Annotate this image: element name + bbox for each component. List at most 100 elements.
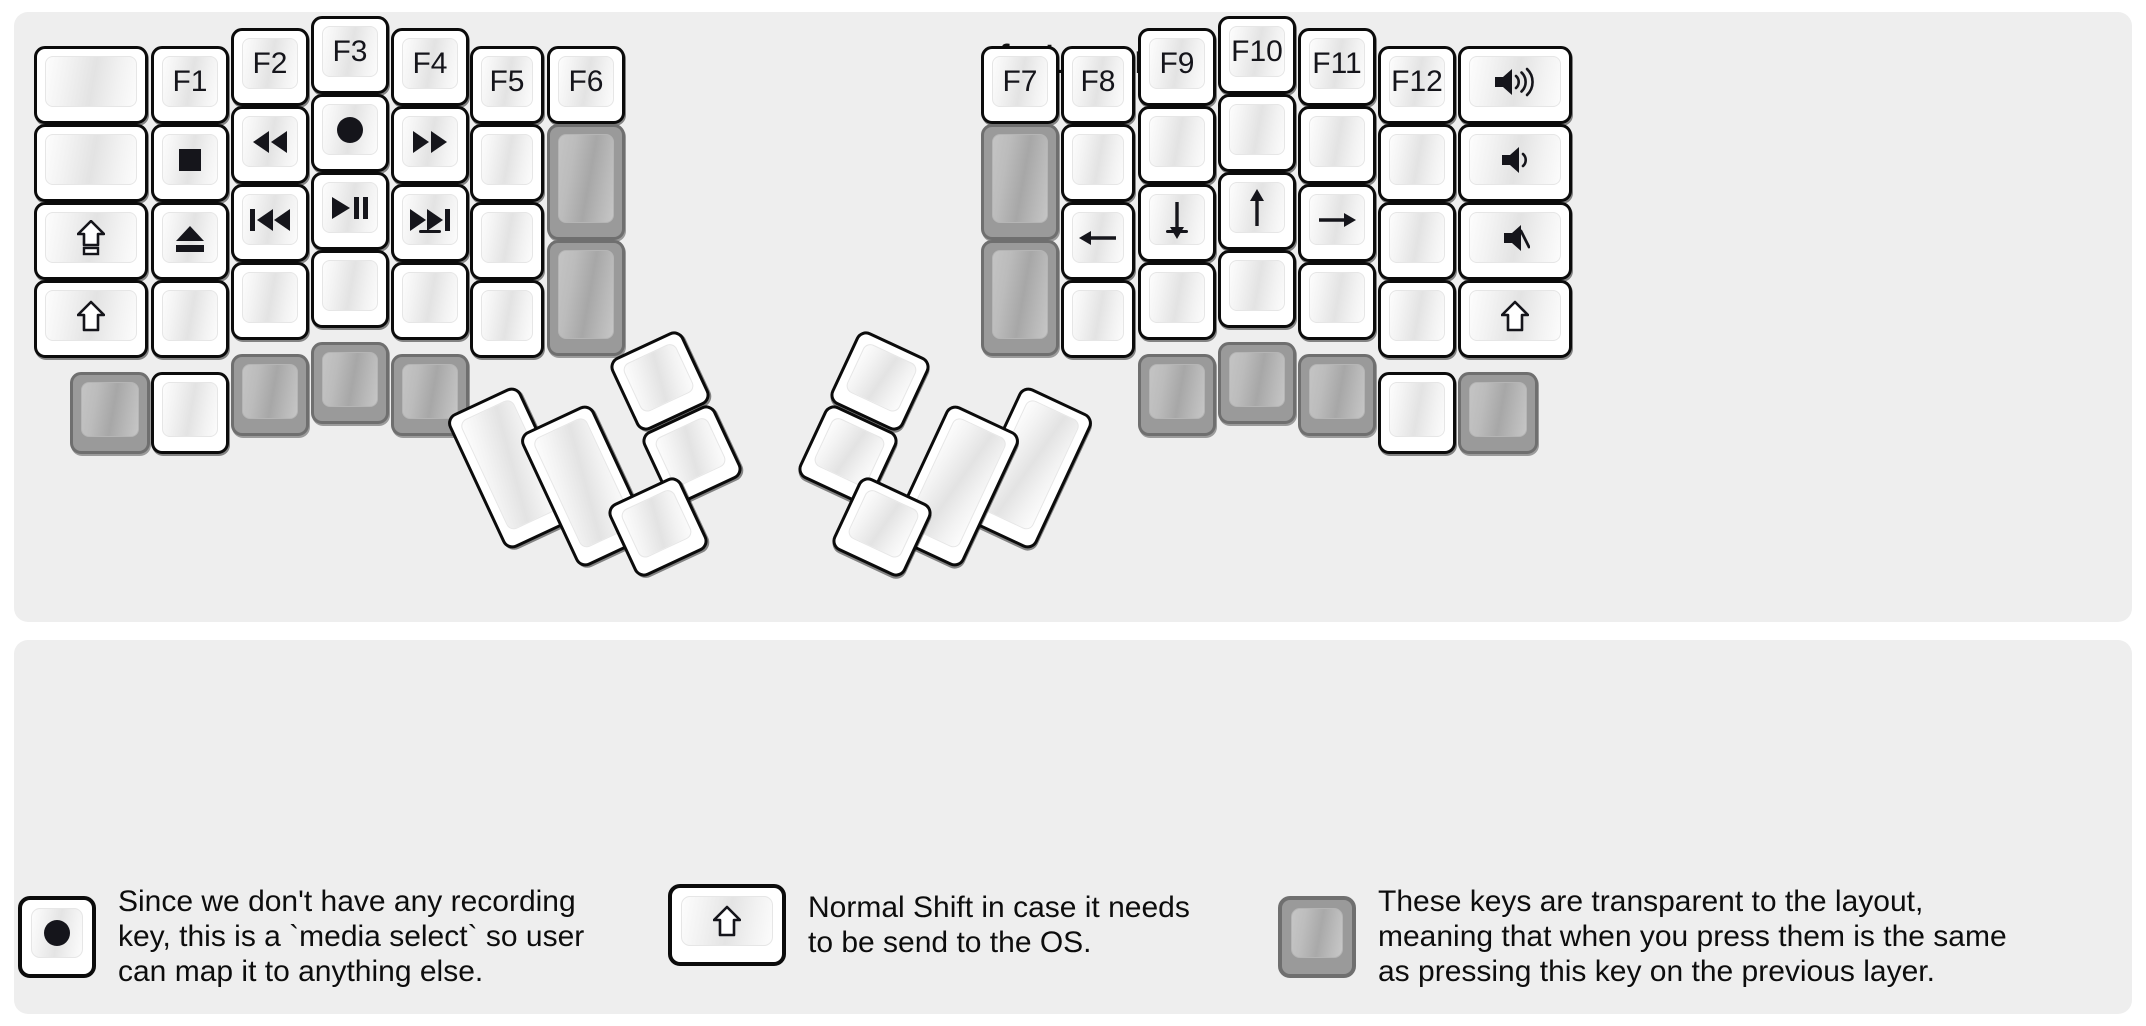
key-transparent[interactable]: [1298, 354, 1376, 436]
media-record-icon: [335, 115, 365, 145]
key-f2[interactable]: F2: [231, 28, 309, 106]
key-media-eject[interactable]: [151, 202, 229, 280]
keycap-face: [619, 487, 695, 561]
key-media-play-pause[interactable]: [311, 172, 389, 250]
key-blank[interactable]: [1218, 250, 1296, 328]
legend-text-normal-shift: Normal Shift in case it needs to be send…: [808, 890, 1190, 959]
key-transparent[interactable]: [70, 372, 150, 454]
key-blank[interactable]: [1218, 94, 1296, 172]
key-transparent[interactable]: [547, 240, 625, 356]
key-volume-mute[interactable]: [1458, 202, 1572, 280]
key-blank[interactable]: [470, 124, 544, 202]
key-label: F12: [1391, 64, 1443, 98]
key-arrow-right[interactable]: [1298, 184, 1376, 262]
keycap-face: [1149, 116, 1205, 167]
key-transparent[interactable]: [1138, 354, 1216, 436]
media-rewind-icon: [251, 129, 289, 155]
key-blank[interactable]: [1061, 124, 1135, 202]
media-record-icon: [42, 918, 72, 948]
key-blank[interactable]: [151, 280, 229, 358]
keycap-face: [1229, 260, 1285, 311]
key-transparent[interactable]: [311, 342, 389, 424]
key-label: F11: [1312, 46, 1362, 80]
media-prev-track-icon: [248, 207, 292, 233]
key-label: F2: [252, 46, 288, 80]
keycap-face: [811, 415, 887, 489]
key-blank[interactable]: [1378, 372, 1456, 454]
key-transparent[interactable]: [391, 354, 469, 436]
key-f7[interactable]: F7: [981, 46, 1059, 124]
key-media-prev-track[interactable]: [231, 184, 309, 262]
key-arrow-down[interactable]: [1138, 184, 1216, 262]
keycap-face: F9: [1149, 38, 1205, 89]
keycap-face: [162, 290, 218, 341]
keycap-face: [992, 134, 1048, 223]
key-media-next-track[interactable]: [391, 184, 469, 262]
key-transparent[interactable]: [1458, 372, 1538, 454]
key-label: F4: [412, 46, 448, 80]
key-blank[interactable]: [1298, 106, 1376, 184]
keycap-face: [1229, 182, 1285, 233]
key-blank[interactable]: [1138, 106, 1216, 184]
keycap-face: [558, 250, 614, 339]
key-f4[interactable]: F4: [391, 28, 469, 106]
key-blank[interactable]: [231, 262, 309, 340]
key-f12[interactable]: F12: [1378, 46, 1456, 124]
keycap-face: [1072, 212, 1124, 263]
key-media-record[interactable]: [311, 94, 389, 172]
keycap-face: [1389, 212, 1445, 263]
key-media-rewind[interactable]: [231, 106, 309, 184]
key-blank[interactable]: [311, 250, 389, 328]
key-f8[interactable]: F8: [1061, 46, 1135, 124]
key-f5[interactable]: F5: [470, 46, 544, 124]
key-blank[interactable]: [470, 280, 544, 358]
keycap-face: [162, 134, 218, 185]
arrow-down-icon: [1164, 200, 1190, 240]
key-blank[interactable]: [34, 124, 148, 202]
keycap-face: [45, 290, 137, 341]
key-shift-arrow[interactable]: [34, 280, 148, 358]
key-blank[interactable]: [1061, 280, 1135, 358]
key-label: F5: [489, 64, 525, 98]
key-blank[interactable]: [151, 372, 229, 454]
key-f1[interactable]: F1: [151, 46, 229, 124]
key-volume-up[interactable]: [1458, 46, 1572, 124]
key-transparent[interactable]: [981, 240, 1059, 356]
key-shift-arrow[interactable]: [1458, 280, 1572, 358]
key-media-fast-forward[interactable]: [391, 106, 469, 184]
shift-arrow-icon: [713, 905, 741, 937]
keycap-face: F11: [1309, 38, 1365, 89]
key-media-stop[interactable]: [151, 124, 229, 202]
key-blank[interactable]: [1378, 202, 1456, 280]
arrow-up-icon: [1244, 188, 1270, 228]
key-f11[interactable]: F11: [1298, 28, 1376, 106]
key-transparent[interactable]: [1218, 342, 1296, 424]
keycap-face: [481, 134, 533, 185]
keycap-face: [1291, 907, 1343, 958]
key-transparent[interactable]: [547, 124, 625, 240]
key-blank[interactable]: [1378, 124, 1456, 202]
key-blank[interactable]: [1138, 262, 1216, 340]
key-f9[interactable]: F9: [1138, 28, 1216, 106]
keycap-face: [45, 134, 137, 185]
keycap-face: [402, 116, 458, 167]
key-label: F7: [1002, 64, 1038, 98]
key-blank[interactable]: [34, 46, 148, 124]
key-transparent[interactable]: [231, 354, 309, 436]
key-f3[interactable]: F3: [311, 16, 389, 94]
key-blank[interactable]: [1378, 280, 1456, 358]
key-f10[interactable]: F10: [1218, 16, 1296, 94]
key-volume-down[interactable]: [1458, 124, 1572, 202]
key-blank[interactable]: [391, 262, 469, 340]
key-caps-lock-arrow[interactable]: [34, 202, 148, 280]
key-arrow-up[interactable]: [1218, 172, 1296, 250]
key-blank[interactable]: [1298, 262, 1376, 340]
key-blank[interactable]: [470, 202, 544, 280]
keycap-face: [242, 194, 298, 245]
keycap-face: [45, 212, 137, 263]
keycap-face: [1389, 134, 1445, 185]
key-f6[interactable]: F6: [547, 46, 625, 124]
key-arrow-left[interactable]: [1061, 202, 1135, 280]
key-transparent[interactable]: [981, 124, 1059, 240]
legend-panel: [14, 640, 2132, 1014]
